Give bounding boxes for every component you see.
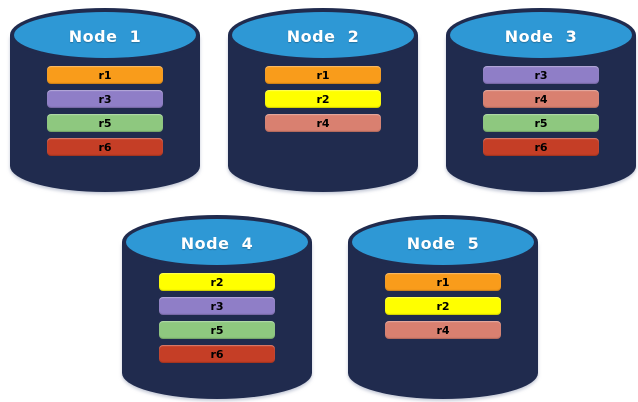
replica-bar-r1: r1: [47, 66, 163, 84]
replica-bar-r4: r4: [385, 321, 501, 339]
replica-list: r2 r3 r5 r6: [159, 273, 275, 363]
replica-bar-r5: r5: [159, 321, 275, 339]
cylinder-top-rim: Node 3: [446, 8, 636, 62]
node-label: Node 5: [406, 233, 480, 253]
replica-bar-r1: r1: [265, 66, 381, 84]
replica-list: r1 r2 r4: [265, 66, 381, 132]
replica-bar-r5: r5: [47, 114, 163, 132]
node-label: Node 1: [68, 26, 142, 46]
replica-list: r1 r3 r5 r6: [47, 66, 163, 156]
replica-bar-r2: r2: [159, 273, 275, 291]
replica-bar-r4: r4: [483, 90, 599, 108]
cylinder-top-face: Node 4: [126, 219, 308, 265]
cylinder-top-face: Node 1: [14, 12, 196, 58]
node-label: Node 3: [504, 26, 578, 46]
cylinder-top-face: Node 3: [450, 12, 632, 58]
replica-bar-r5: r5: [483, 114, 599, 132]
cylinder-top-face: Node 2: [232, 12, 414, 58]
replica-bar-r3: r3: [483, 66, 599, 84]
replica-list: r3 r4 r5 r6: [483, 66, 599, 156]
node-label: Node 2: [286, 26, 360, 46]
replica-bar-r2: r2: [385, 297, 501, 315]
db-node-2: Node 2 r1 r2 r4: [228, 8, 418, 192]
replica-bar-r1: r1: [385, 273, 501, 291]
cylinder-top-rim: Node 4: [122, 215, 312, 269]
replica-bar-r3: r3: [47, 90, 163, 108]
db-node-4: Node 4 r2 r3 r5 r6: [122, 215, 312, 399]
replica-list: r1 r2 r4: [385, 273, 501, 339]
replica-bar-r3: r3: [159, 297, 275, 315]
replica-bar-r6: r6: [483, 138, 599, 156]
replica-bar-r4: r4: [265, 114, 381, 132]
db-node-1: Node 1 r1 r3 r5 r6: [10, 8, 200, 192]
db-node-3: Node 3 r3 r4 r5 r6: [446, 8, 636, 192]
db-node-5: Node 5 r1 r2 r4: [348, 215, 538, 399]
cylinder-top-rim: Node 1: [10, 8, 200, 62]
cylinder-top-rim: Node 2: [228, 8, 418, 62]
cylinder-top-face: Node 5: [352, 219, 534, 265]
replica-bar-r6: r6: [47, 138, 163, 156]
node-label: Node 4: [180, 233, 254, 253]
replica-bar-r6: r6: [159, 345, 275, 363]
cylinder-top-rim: Node 5: [348, 215, 538, 269]
replica-bar-r2: r2: [265, 90, 381, 108]
